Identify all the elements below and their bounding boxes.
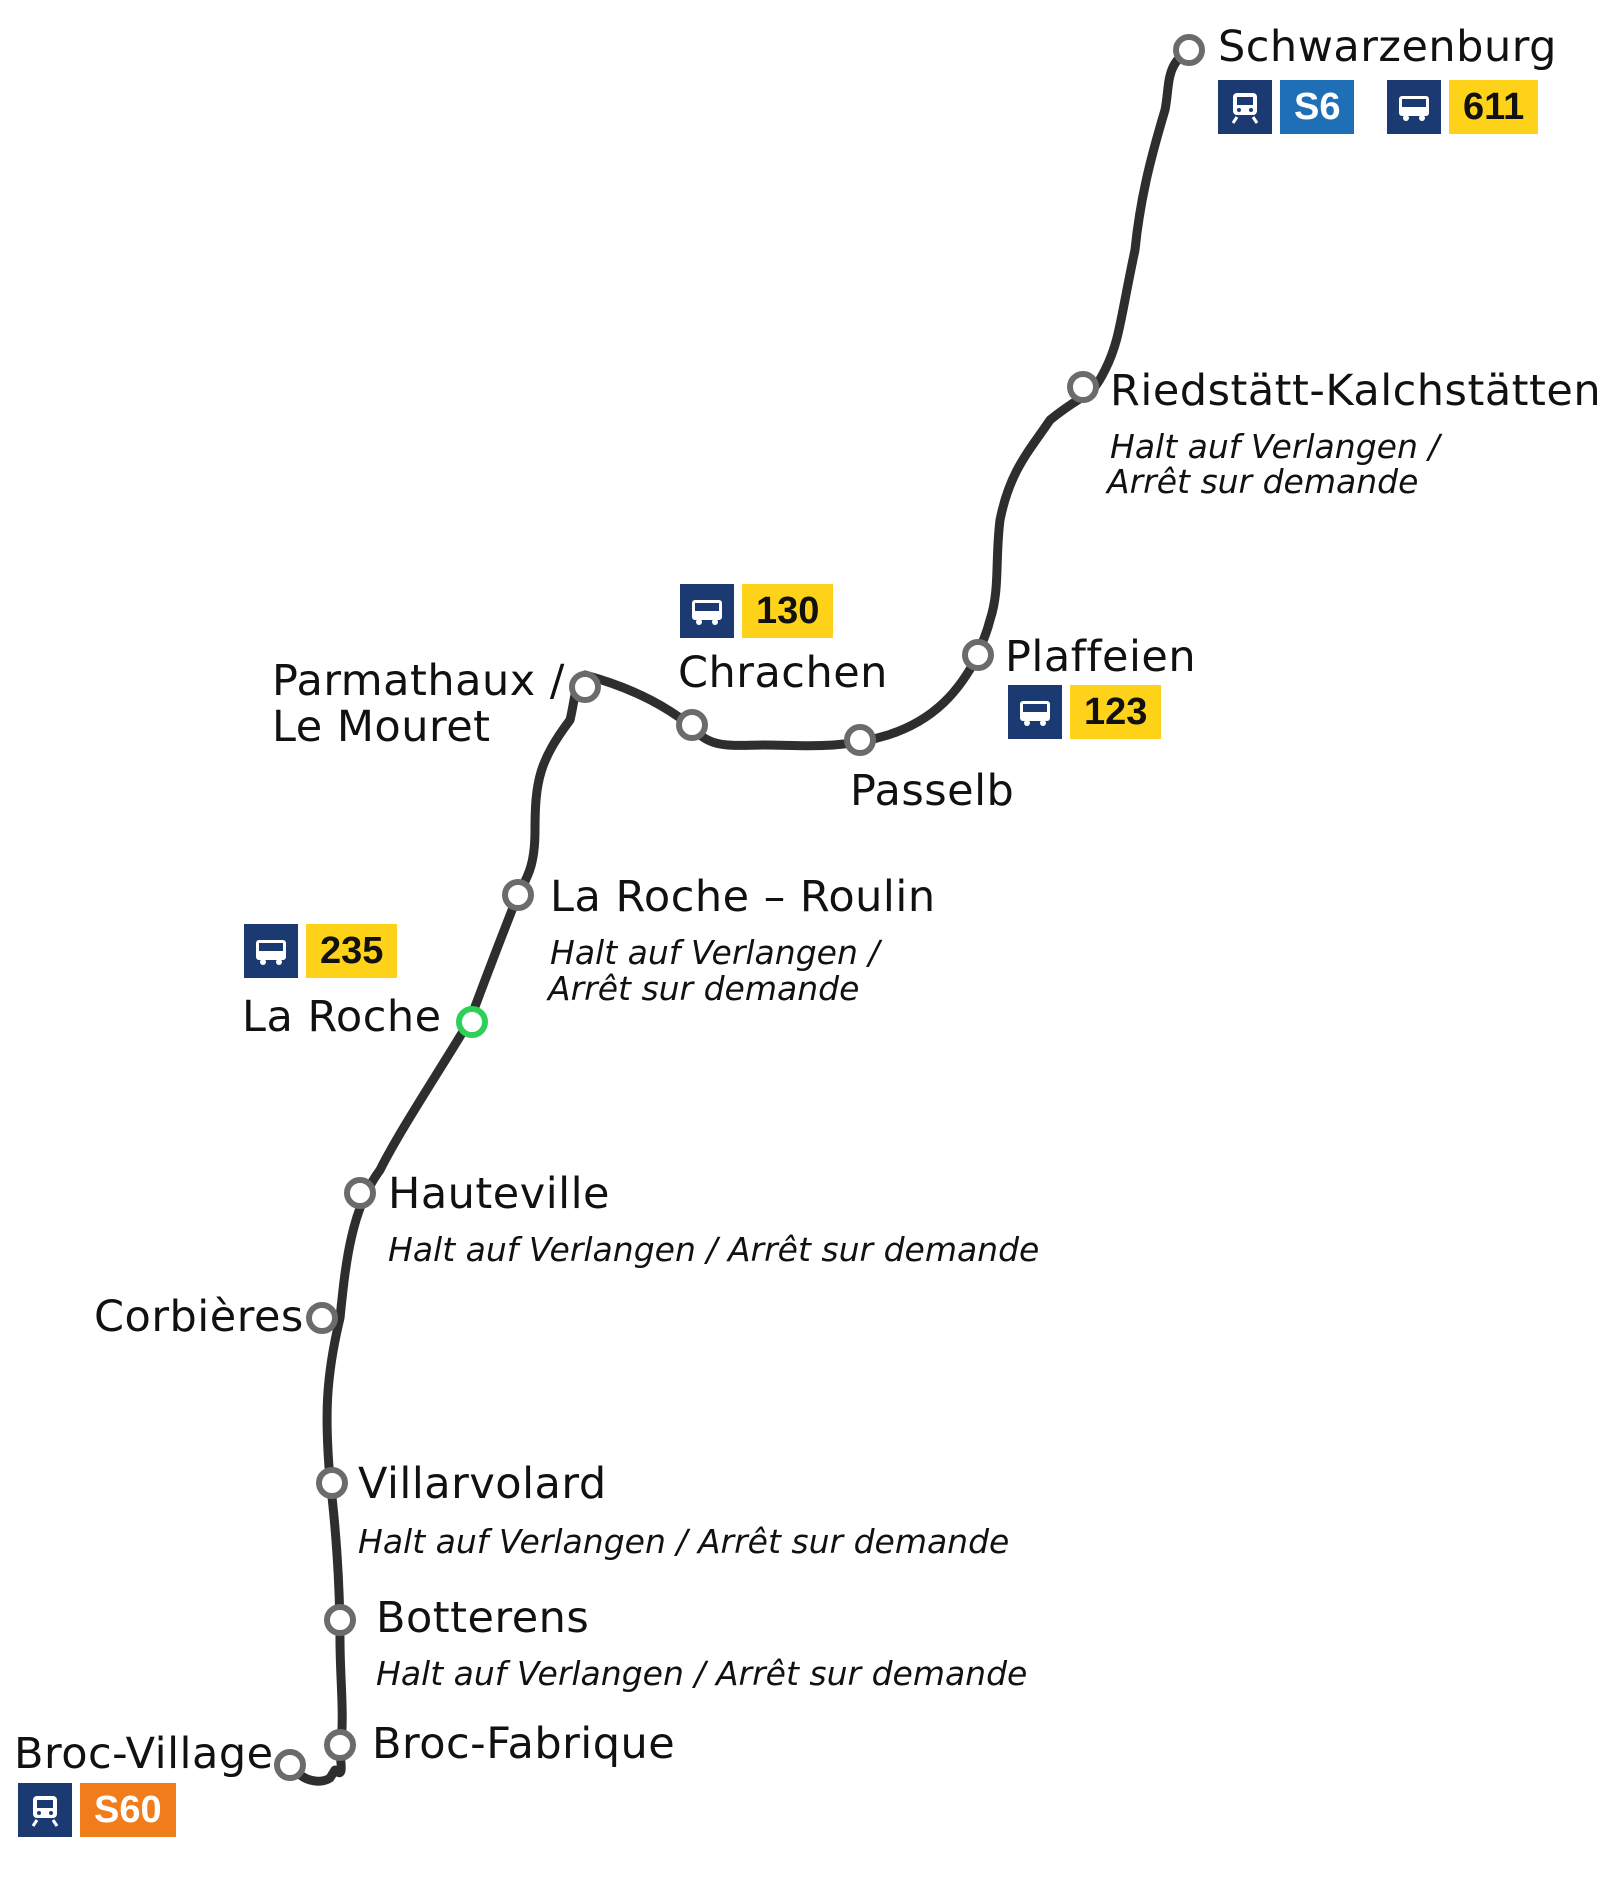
stop-plaffeien[interactable] xyxy=(962,639,994,671)
connection-badge-s6: S6 xyxy=(1218,80,1355,134)
label-schwarzenburg: Schwarzenburg xyxy=(1218,22,1557,72)
stop-broc-village[interactable] xyxy=(274,1749,306,1781)
label-broc-village: Broc-Village xyxy=(14,1729,274,1779)
stop-riedstaett[interactable] xyxy=(1067,371,1099,403)
stop-parmathaux[interactable] xyxy=(569,671,601,703)
label-riedstaett: Riedstätt-Kalchstätten xyxy=(1110,366,1602,416)
label-hauteville: Hauteville xyxy=(388,1169,610,1219)
stop-la-roche-roulin[interactable] xyxy=(502,879,534,911)
label-parmathaux-line2: Le Mouret xyxy=(272,702,491,752)
label-la-roche: La Roche xyxy=(242,992,442,1042)
label-plaffeien: Plaffeien xyxy=(1005,632,1197,682)
note-riedstaett-fr: Arrêt sur demande xyxy=(1107,462,1419,501)
stop-chrachen[interactable] xyxy=(676,709,708,741)
bus-icon xyxy=(1387,80,1441,134)
label-passelb: Passelb xyxy=(850,766,1015,816)
note-la-roche-roulin-de: Halt auf Verlangen / xyxy=(550,933,880,972)
stop-botterens[interactable] xyxy=(324,1604,356,1636)
stop-villarvolard[interactable] xyxy=(316,1467,348,1499)
stop-corbieres[interactable] xyxy=(306,1302,338,1334)
bus-icon xyxy=(680,584,734,638)
line-number: 123 xyxy=(1070,685,1162,739)
stop-hauteville[interactable] xyxy=(344,1177,376,1209)
note-villarvolard: Halt auf Verlangen / Arrêt sur demande xyxy=(358,1522,1010,1561)
line-number: S6 xyxy=(1280,80,1355,134)
line-number: S60 xyxy=(80,1783,176,1837)
connection-badge-s60: S60 xyxy=(18,1783,176,1837)
stop-passelb[interactable] xyxy=(844,724,876,756)
label-villarvolard: Villarvolard xyxy=(358,1459,607,1509)
note-botterens: Halt auf Verlangen / Arrêt sur demande xyxy=(376,1654,1028,1693)
connection-badge-235: 235 xyxy=(244,924,398,978)
connection-badge-611: 611 xyxy=(1387,80,1539,134)
label-broc-fabrique: Broc-Fabrique xyxy=(372,1719,676,1769)
train-icon xyxy=(18,1783,72,1837)
label-parmathaux-line1: Parmathaux / xyxy=(272,656,565,706)
note-riedstaett-de: Halt auf Verlangen / xyxy=(1110,427,1440,466)
stop-broc-fabrique[interactable] xyxy=(324,1729,356,1761)
connection-badge-123: 123 xyxy=(1008,685,1162,739)
bus-icon xyxy=(244,924,298,978)
note-hauteville: Halt auf Verlangen / Arrêt sur demande xyxy=(388,1230,1040,1269)
label-botterens: Botterens xyxy=(376,1593,590,1643)
stop-schwarzenburg[interactable] xyxy=(1173,34,1205,66)
train-icon xyxy=(1218,80,1272,134)
label-la-roche-roulin: La Roche – Roulin xyxy=(550,872,936,922)
connection-badge-130: 130 xyxy=(680,584,834,638)
bus-icon xyxy=(1008,685,1062,739)
note-la-roche-roulin-fr: Arrêt sur demande xyxy=(548,969,860,1008)
stop-la-roche-current[interactable] xyxy=(456,1006,488,1038)
line-number: 235 xyxy=(306,924,398,978)
label-corbieres: Corbières xyxy=(94,1292,304,1342)
line-number: 130 xyxy=(742,584,834,638)
line-number: 611 xyxy=(1449,80,1539,134)
label-chrachen: Chrachen xyxy=(678,648,888,698)
